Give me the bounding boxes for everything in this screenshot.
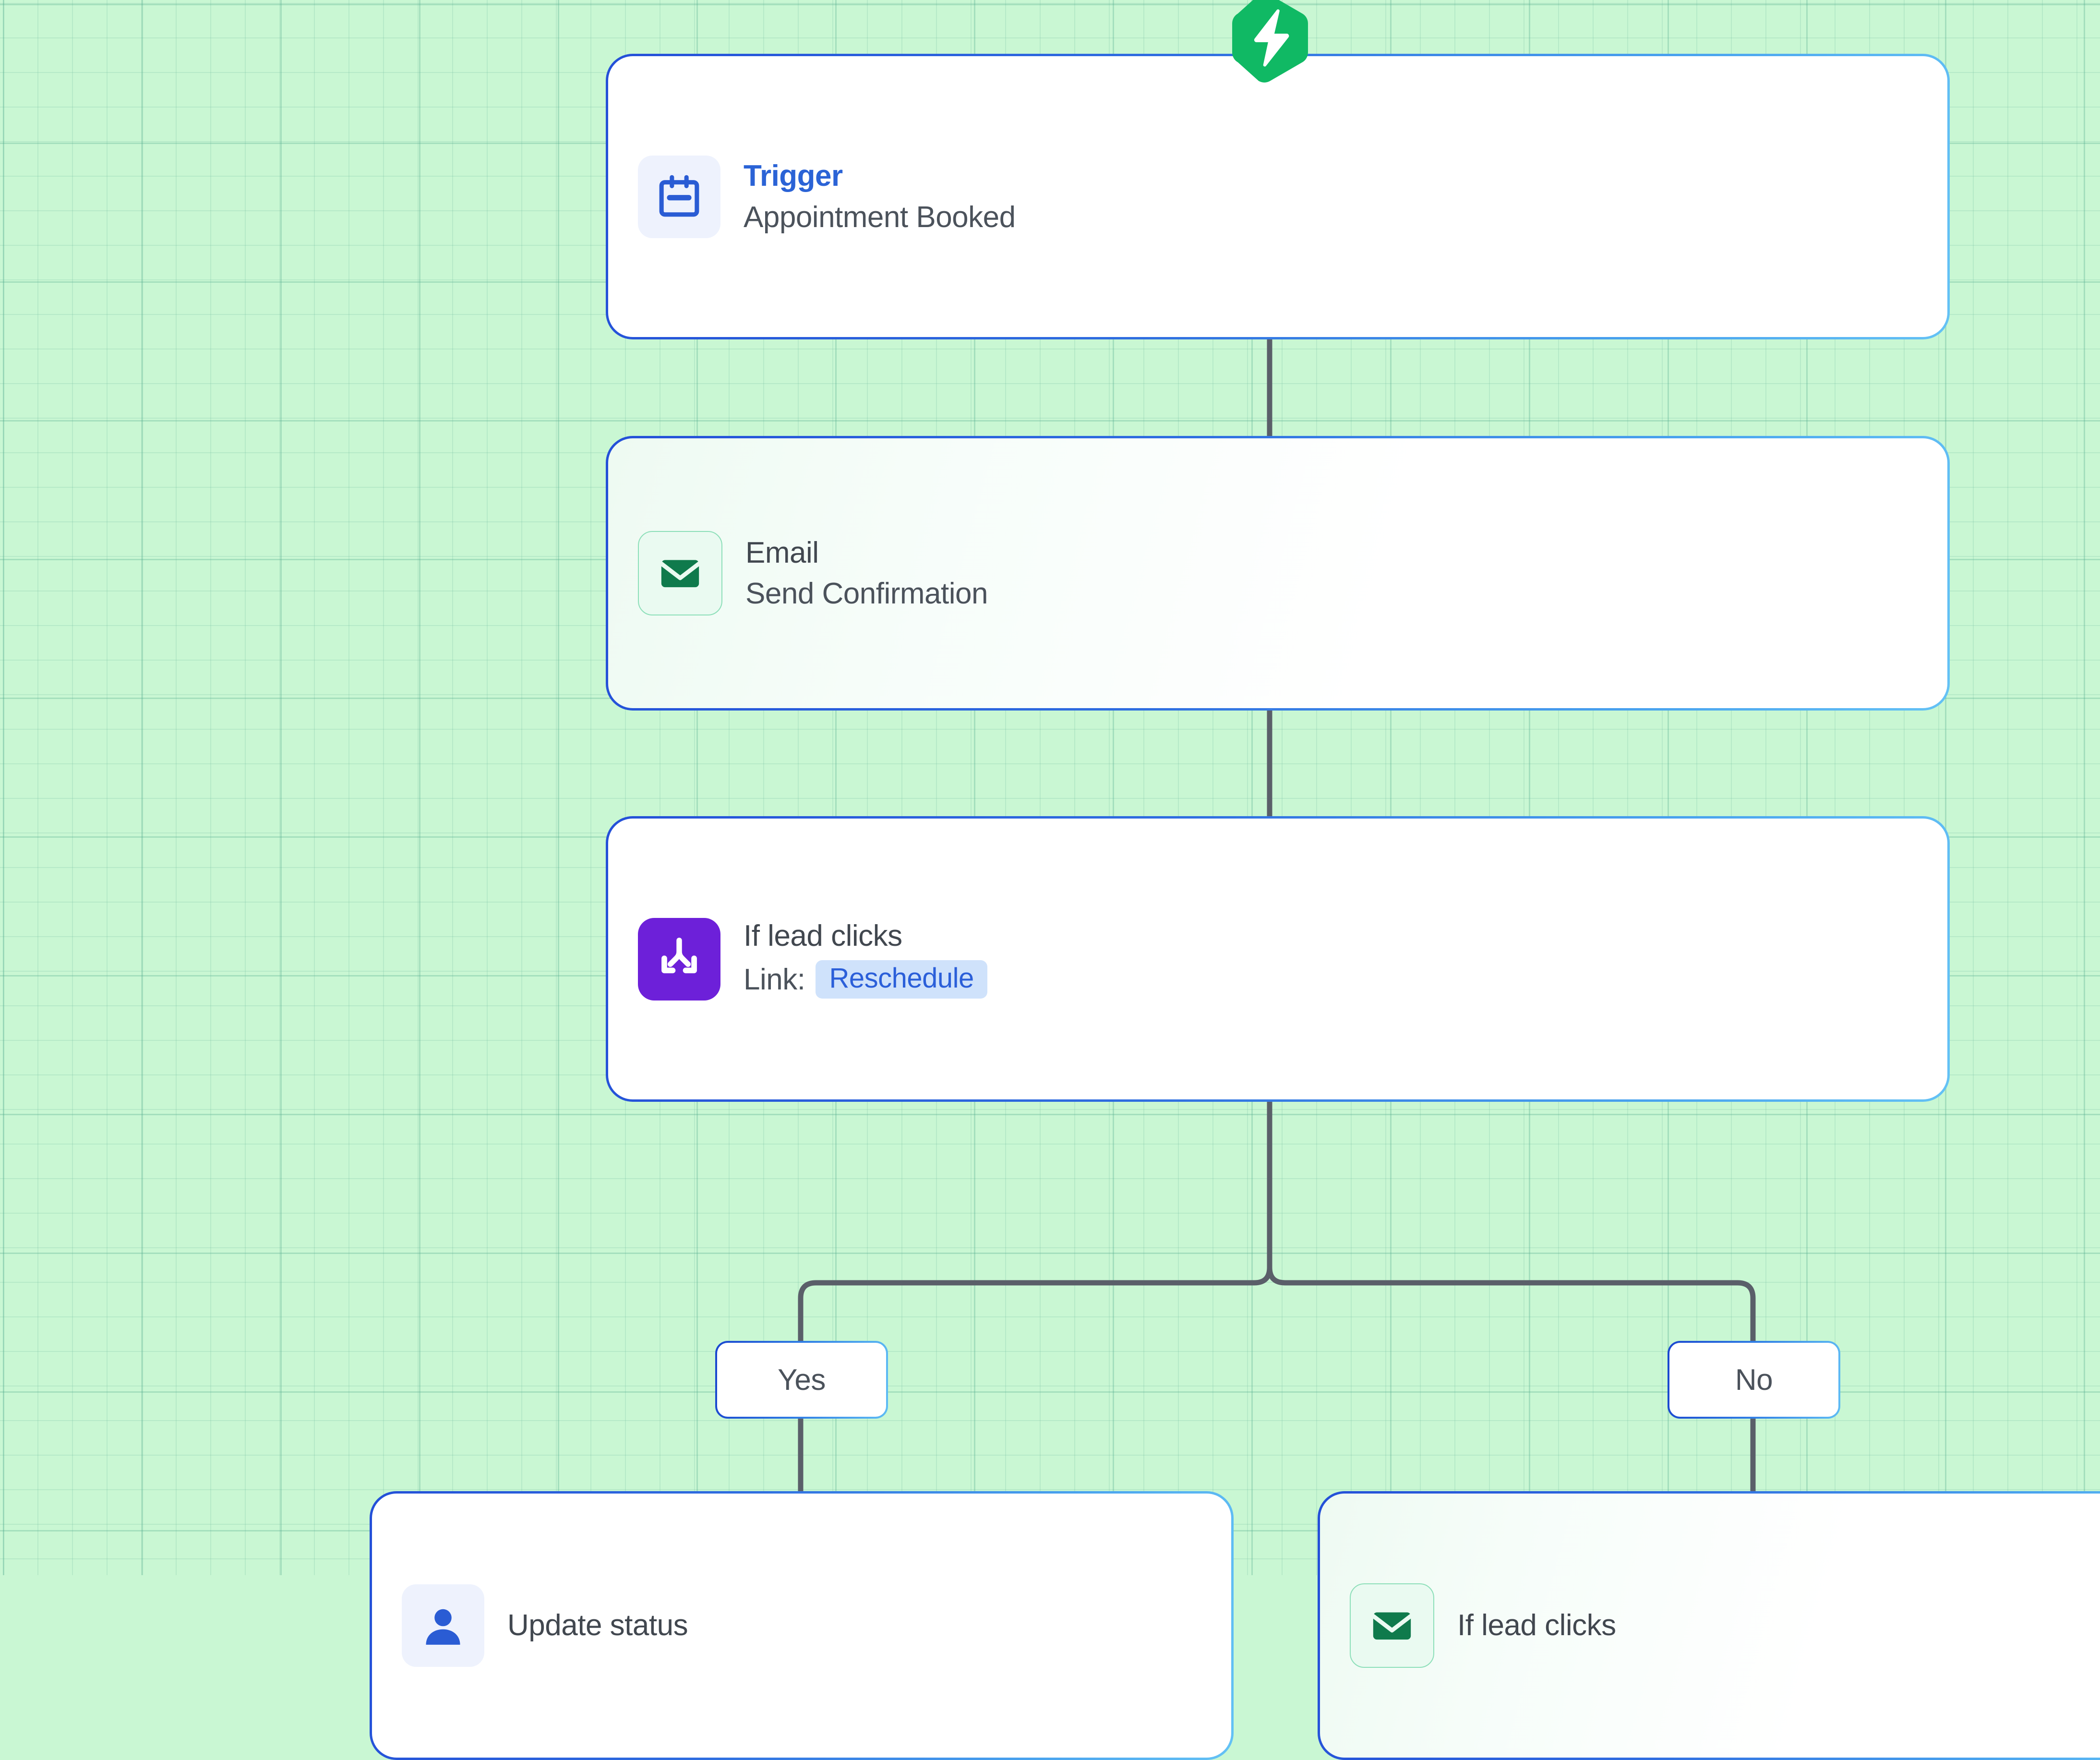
node-condition-text: If lead clicks Link: Reschedule: [744, 919, 987, 999]
node-update-status-title: Update status: [507, 1609, 688, 1642]
node-email[interactable]: Email Send Confirmation: [606, 436, 1950, 711]
branch-pill-no-label: No: [1669, 1343, 1838, 1417]
node-condition[interactable]: If lead clicks Link: Reschedule: [606, 816, 1950, 1102]
envelope-icon: [659, 560, 701, 588]
branch-pill-yes[interactable]: Yes: [715, 1341, 888, 1419]
node-update-status-text: Update status: [507, 1609, 688, 1642]
branch-pill-yes-label: Yes: [717, 1343, 886, 1417]
node-update-status[interactable]: Update status: [370, 1491, 1234, 1760]
node-if-lead-clicks-2[interactable]: If lead clicks: [1318, 1491, 2100, 1760]
lightning-bolt-badge[interactable]: [1230, 0, 1310, 84]
envelope-icon-2: [1371, 1612, 1413, 1640]
calendar-icon: [659, 175, 699, 217]
node-trigger[interactable]: Trigger Appointment Booked: [606, 54, 1950, 339]
link-label: Link:: [744, 963, 805, 996]
link-chip-reschedule[interactable]: Reschedule: [816, 960, 987, 999]
envelope-icon-box-2: [1350, 1583, 1434, 1668]
node-condition-subtitle: Link: Reschedule: [744, 960, 987, 999]
connector-condition-split-right: [1267, 1265, 1756, 1345]
branch-split-icon: [661, 937, 697, 973]
node-email-subtitle: Send Confirmation: [745, 577, 988, 610]
envelope-icon-box: [638, 531, 722, 615]
node-email-text: Email Send Confirmation: [745, 536, 988, 611]
node-trigger-subtitle: Appointment Booked: [744, 200, 1016, 234]
branch-split-icon-box: [638, 917, 720, 1001]
calendar-icon-box: [638, 155, 720, 238]
connector-condition-split: [798, 1097, 1272, 1345]
user-avatar-icon: [426, 1609, 460, 1645]
user-avatar-icon-box: [402, 1584, 484, 1667]
connector-layer: [798, 336, 1756, 1493]
lightning-bolt-icon: [1232, 0, 1308, 83]
node-trigger-text: Trigger Appointment Booked: [744, 159, 1016, 234]
node-if-lead-clicks-2-title: If lead clicks: [1457, 1609, 1616, 1642]
node-if-lead-clicks-2-text: If lead clicks: [1457, 1609, 1616, 1642]
node-condition-title: If lead clicks: [744, 919, 902, 952]
node-email-title: Email: [745, 536, 819, 569]
branch-pill-no[interactable]: No: [1668, 1341, 1840, 1419]
node-trigger-title: Trigger: [744, 159, 843, 193]
